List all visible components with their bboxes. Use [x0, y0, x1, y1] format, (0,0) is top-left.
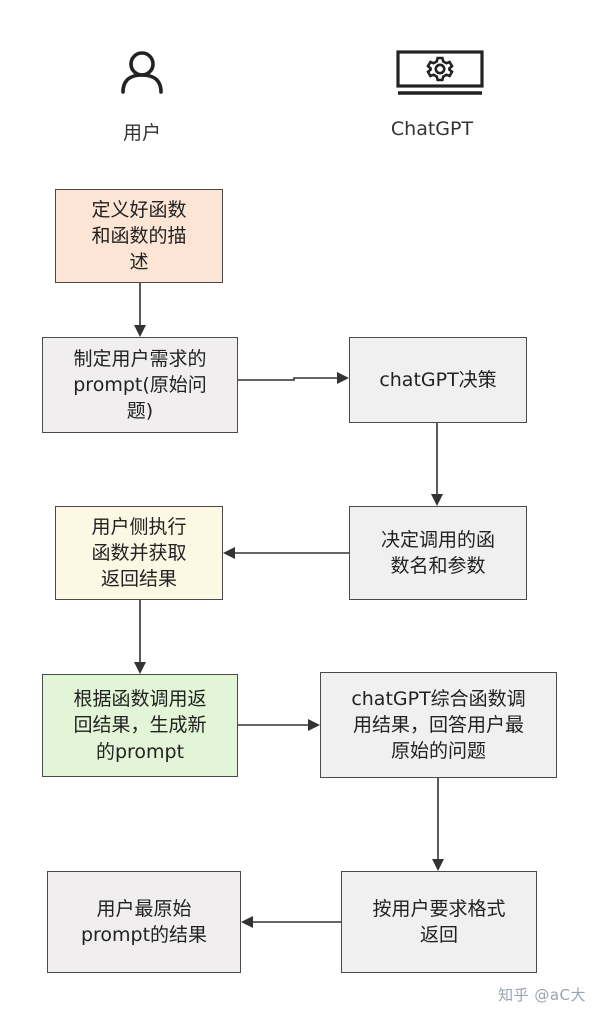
monitor-gear-icon — [396, 50, 484, 95]
watermark: 知乎 @aC大 — [498, 986, 586, 1004]
node-new-prompt: 根据函数调用返 回结果，生成新 的prompt — [42, 674, 238, 777]
node-define-functions: 定义好函数 和函数的描 述 — [55, 189, 223, 283]
node-user-prompt: 制定用户需求的 prompt(原始问 题) — [42, 337, 238, 433]
node-execute-function: 用户侧执行 函数并获取 返回结果 — [55, 506, 223, 600]
actor-user-label: 用户 — [122, 122, 161, 144]
node-final-result: 用户最原始 prompt的结果 — [47, 871, 241, 973]
actor-chatgpt-label: ChatGPT — [390, 118, 474, 140]
user-icon — [121, 51, 163, 94]
node-decide-function-args: 决定调用的函 数名和参数 — [349, 506, 527, 600]
node-chatgpt-answer: chatGPT综合函数调 用结果，回答用户最 原始的问题 — [320, 672, 557, 778]
node-chatgpt-decision: chatGPT决策 — [349, 337, 527, 423]
node-format-return: 按用户要求格式 返回 — [341, 871, 537, 973]
edge-n2-n3 — [238, 372, 349, 384]
